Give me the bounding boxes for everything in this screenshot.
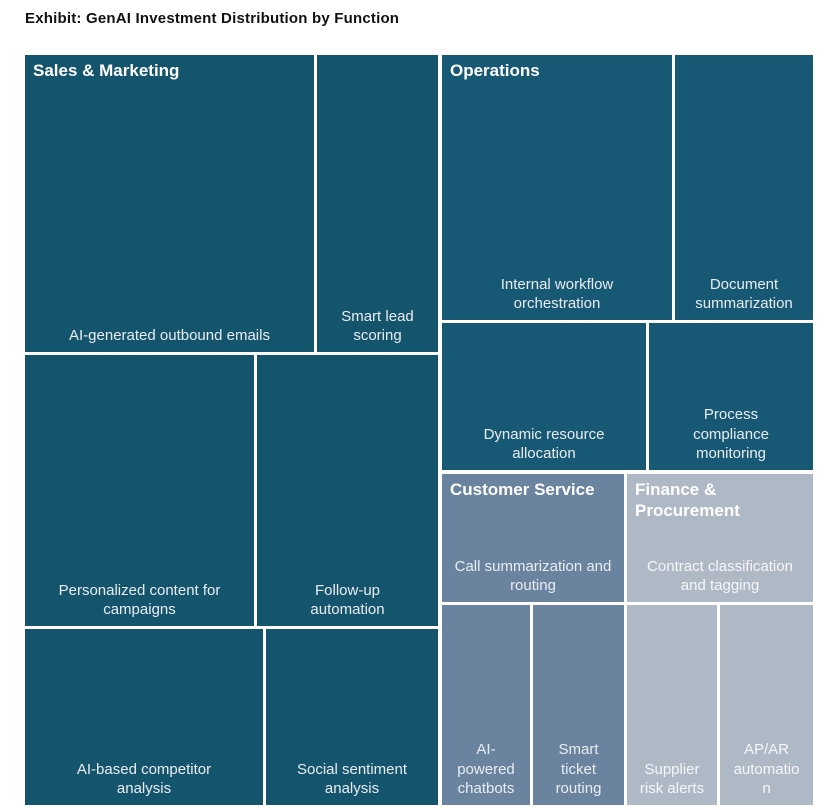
treemap-cell-social-sentiment-analysis[interactable]: Social sentiment analysis [266, 629, 438, 805]
treemap-cell-smart-ticket-routing[interactable]: Smart ticket routing [533, 605, 624, 805]
treemap-cell-personalized-content-for-campaigns[interactable]: Personalized content for campaigns [25, 355, 254, 626]
treemap-cell-ap-ar-automation[interactable]: AP/AR automation [720, 605, 813, 805]
cell-label: AP/AR automation [733, 741, 800, 797]
cell-label: AI-powered chatbots [457, 741, 515, 797]
treemap-cell-process-compliance-monitoring[interactable]: Process compliance monitoring [649, 323, 813, 470]
cell-label: Personalized content for campaigns [58, 581, 221, 618]
treemap-cell-ai-powered-chatbots[interactable]: AI-powered chatbots [442, 605, 530, 805]
cell-label: Supplier risk alerts [639, 760, 705, 797]
cell-label: Smart lead scoring [341, 307, 414, 344]
treemap-cell-ai-generated-outbound-emails[interactable]: Sales & Marketing AI-generated outbound … [25, 55, 314, 352]
treemap: Sales & Marketing AI-generated outbound … [25, 55, 813, 805]
treemap-cell-internal-workflow-orchestration[interactable]: Operations Internal workflow orchestrati… [442, 55, 672, 320]
treemap-cell-contract-classification-and-tagging[interactable]: Finance & Procurement Contract classific… [627, 474, 813, 602]
treemap-cell-follow-up-automation[interactable]: Follow-up automation [257, 355, 438, 626]
group-header-customer-service: Customer Service [450, 480, 595, 499]
cell-label: Dynamic resource allocation [483, 425, 605, 462]
cell-label: Smart ticket routing [555, 741, 602, 797]
cell-label: Process compliance monitoring [693, 406, 769, 462]
cell-label: Call summarization and routing [454, 557, 612, 594]
cell-label: Internal workflow orchestration [500, 275, 614, 312]
cell-label: AI-based competitor analysis [76, 760, 212, 797]
group-header-sales-marketing: Sales & Marketing [33, 61, 180, 80]
cell-label: Follow-up automation [310, 581, 385, 618]
treemap-cell-ai-based-competitor-analysis[interactable]: AI-based competitor analysis [25, 629, 263, 805]
cell-label: Social sentiment analysis [296, 760, 408, 797]
group-header-operations: Operations [450, 61, 540, 80]
cell-label: AI-generated outbound emails [69, 326, 270, 344]
treemap-cell-call-summarization-and-routing[interactable]: Customer Service Call summarization and … [442, 474, 624, 602]
treemap-cell-document-summarization[interactable]: Document summarization [675, 55, 813, 320]
cell-label: Contract classification and tagging [647, 557, 793, 594]
treemap-cell-dynamic-resource-allocation[interactable]: Dynamic resource allocation [442, 323, 646, 470]
treemap-cell-smart-lead-scoring[interactable]: Smart lead scoring [317, 55, 438, 352]
cell-label: Document summarization [695, 275, 793, 312]
chart-title: Exhibit: GenAI Investment Distribution b… [25, 10, 400, 27]
group-header-finance-procurement: Finance & Procurement [635, 480, 740, 521]
treemap-cell-supplier-risk-alerts[interactable]: Supplier risk alerts [627, 605, 717, 805]
